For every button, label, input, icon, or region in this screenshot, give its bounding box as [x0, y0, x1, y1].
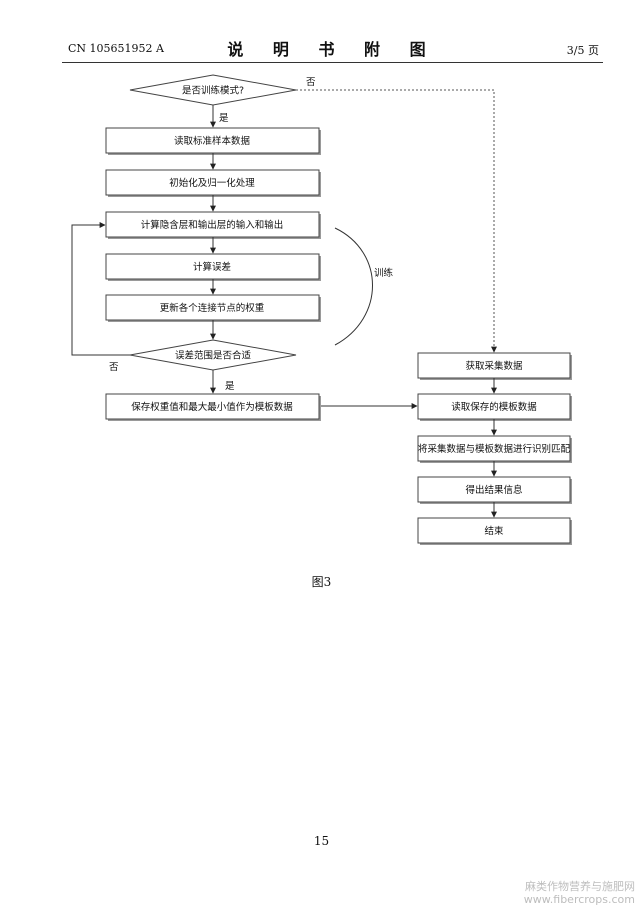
patent-number: CN 105651952 A [68, 42, 164, 55]
figure-caption: 图3 [311, 575, 332, 589]
box-compute-error-text: 计算误差 [193, 261, 231, 273]
box-end-text: 结束 [484, 525, 504, 537]
box-match-text: 将采集数据与模板数据进行识别匹配 [418, 443, 571, 455]
header-title: 说 明 书 附 图 [227, 40, 438, 59]
box-save-template-text: 保存权重值和最大最小值作为模板数据 [131, 401, 293, 413]
label-train: 训练 [374, 267, 394, 279]
decision-error-ok: 误差范围是否合适 [129, 339, 297, 371]
decision-error-ok-text: 误差范围是否合适 [175, 350, 252, 362]
box-update-weights-text: 更新各个连接节点的权重 [160, 302, 265, 314]
box-compute-hidden-output: 计算隐含层和输出层的输入和输出 [105, 211, 321, 239]
box-read-saved-template: 读取保存的模板数据 [417, 393, 572, 421]
training-arc [334, 227, 373, 346]
label-yes-2: 是 [225, 381, 235, 392]
box-init-normalize: 初始化及归一化处理 [105, 169, 321, 197]
edge-no-to-acquire [296, 89, 497, 353]
label-no-2: 否 [109, 362, 119, 373]
box-end: 结束 [417, 517, 572, 545]
watermark-line-2: www.fibercrops.com [523, 893, 635, 906]
box-save-template: 保存权重值和最大最小值作为模板数据 [105, 393, 321, 421]
box-read-standard-samples-text: 读取标准样本数据 [174, 135, 251, 147]
decision-training-mode: 是否训练模式? [129, 74, 297, 106]
box-acquire-data-text: 获取采集数据 [465, 360, 523, 372]
box-output-result-text: 得出结果信息 [465, 484, 522, 496]
box-init-normalize-text: 初始化及归一化处理 [169, 177, 255, 189]
decision-training-mode-text: 是否训练模式? [182, 85, 244, 97]
box-match: 将采集数据与模板数据进行识别匹配 [417, 435, 572, 463]
label-no-1: 否 [306, 77, 316, 88]
box-read-saved-template-text: 读取保存的模板数据 [451, 401, 537, 413]
box-compute-error: 计算误差 [105, 253, 321, 281]
watermark: 麻类作物营养与施肥网 www.fibercrops.com [524, 880, 635, 906]
box-update-weights: 更新各个连接节点的权重 [105, 294, 321, 322]
label-yes-1: 是 [219, 113, 229, 124]
box-compute-hidden-output-text: 计算隐含层和输出层的输入和输出 [141, 219, 284, 231]
box-acquire-data: 获取采集数据 [417, 352, 572, 380]
page-of: 3/5 页 [566, 44, 599, 57]
page-header: CN 105651952 A 说 明 书 附 图 3/5 页 [62, 36, 603, 63]
box-read-standard-samples: 读取标准样本数据 [105, 127, 321, 155]
box-output-result: 得出结果信息 [417, 476, 572, 504]
page-number: 15 [313, 834, 330, 848]
edge-no-loop-back [71, 222, 130, 356]
watermark-line-1: 麻类作物营养与施肥网 [525, 880, 635, 893]
